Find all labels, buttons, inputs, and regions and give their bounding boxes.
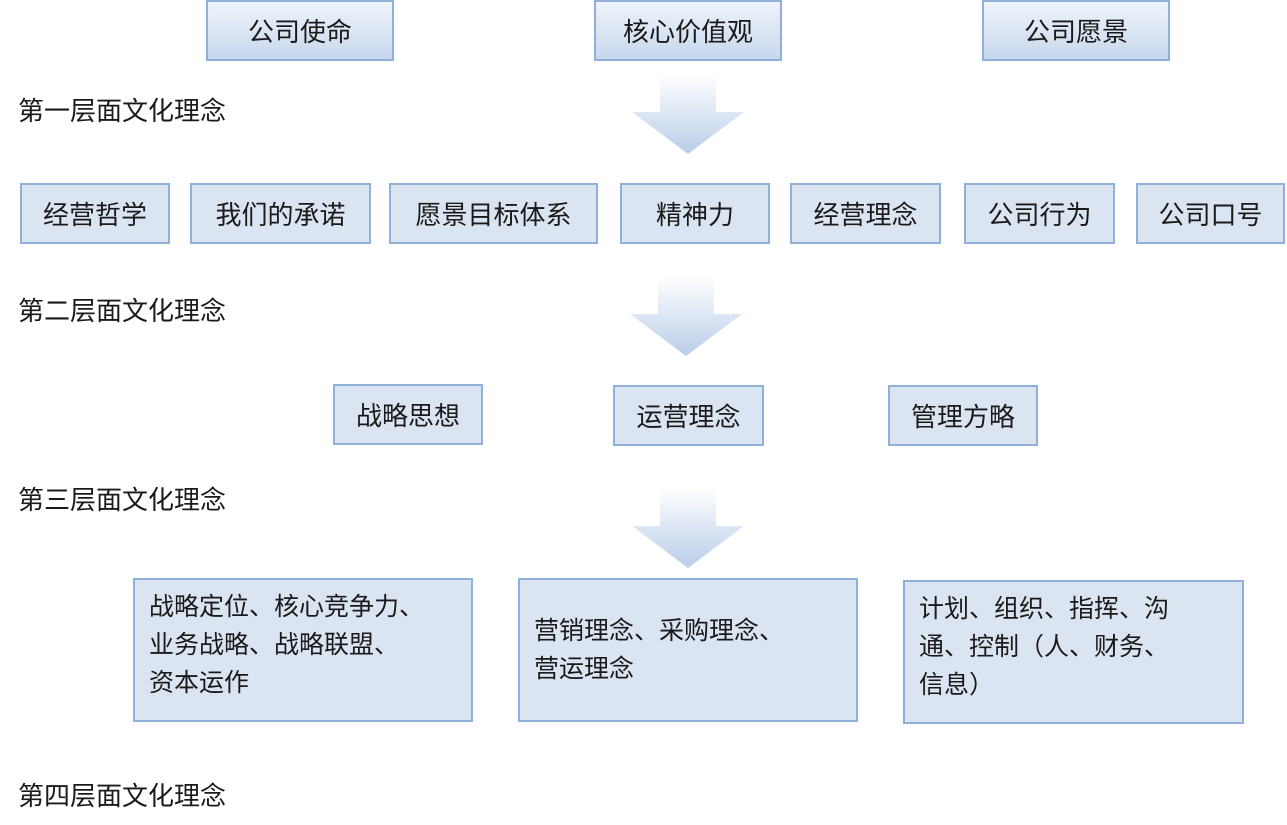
box-vision-goal-system: 愿景目标体系	[389, 183, 598, 244]
layer-2-label: 第二层面文化理念	[18, 297, 227, 327]
strategy-line-3: 资本运作	[149, 668, 250, 697]
box-business-philosophy: 经营哲学	[20, 183, 170, 244]
box-management-strategy: 管理方略	[888, 385, 1038, 446]
strategy-line-1: 战略定位、核心竞争力、	[149, 592, 425, 621]
layer-4-label: 第四层面文化理念	[18, 782, 227, 812]
box-company-behavior: 公司行为	[964, 183, 1115, 244]
management-line-1: 计划、组织、指挥、沟	[919, 594, 1170, 623]
box-strategy-group: 战略定位、核心竞争力、 业务战略、战略联盟、 资本运作	[133, 578, 473, 722]
management-line-3: 信息）	[919, 670, 995, 699]
box-strategic-thinking: 战略思想	[333, 384, 483, 445]
box-company-slogan: 公司口号	[1136, 183, 1285, 244]
down-arrow-icon	[632, 74, 744, 154]
box-company-mission: 公司使命	[206, 0, 394, 61]
box-company-vision: 公司愿景	[982, 0, 1170, 61]
box-business-concept: 经营理念	[790, 183, 941, 244]
operation-line-2: 营运理念	[534, 654, 635, 683]
box-operation-concept: 运营理念	[613, 385, 764, 446]
box-core-values: 核心价值观	[594, 0, 782, 61]
operation-line-1: 营销理念、采购理念、	[534, 616, 785, 645]
layer-3-label: 第三层面文化理念	[18, 486, 227, 516]
down-arrow-icon	[632, 488, 744, 568]
box-management-group: 计划、组织、指挥、沟 通、控制（人、财务、 信息）	[903, 580, 1244, 724]
management-line-2: 通、控制（人、财务、	[919, 632, 1170, 661]
box-our-commitment: 我们的承诺	[190, 183, 371, 244]
down-arrow-icon	[630, 276, 742, 356]
box-spirit-power: 精神力	[620, 183, 770, 244]
strategy-line-2: 业务战略、战略联盟、	[149, 630, 400, 659]
box-operation-group: 营销理念、采购理念、 营运理念	[518, 578, 858, 722]
layer-1-label: 第一层面文化理念	[18, 97, 227, 127]
